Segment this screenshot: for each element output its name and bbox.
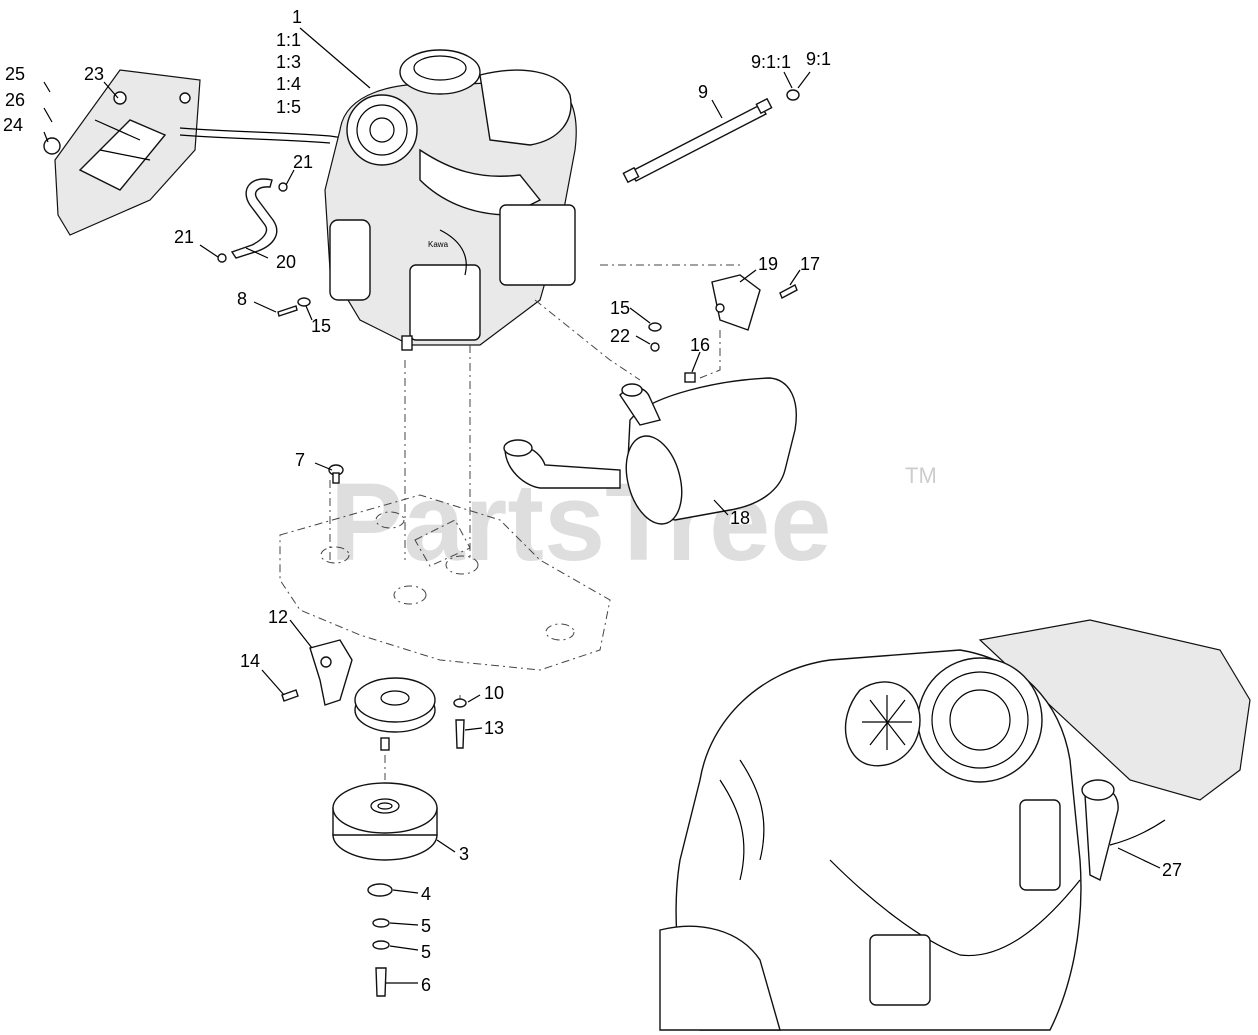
callout-23: 23	[84, 64, 104, 84]
callout-4: 4	[421, 884, 431, 904]
callout-15a: 15	[311, 316, 331, 336]
muffler	[503, 377, 797, 525]
screw-and-washer	[277, 297, 311, 317]
throttle-control-bracket	[43, 69, 201, 236]
callout-10: 10	[484, 683, 504, 703]
callout-1-3: 1:3	[276, 52, 301, 72]
callout-13: 13	[484, 718, 504, 738]
svg-text:Kawa: Kawa	[428, 240, 449, 249]
lock-washer	[372, 940, 390, 950]
callout-1: 1	[292, 7, 302, 27]
watermark-trademark: TM	[905, 463, 937, 488]
clutch-bolt	[375, 967, 387, 997]
breather-hose	[230, 178, 278, 259]
callout-1-4: 1:4	[276, 74, 301, 94]
pipe	[622, 89, 800, 184]
callout-1-5: 1:5	[276, 97, 301, 117]
callout-27: 27	[1162, 860, 1182, 880]
callout-9: 9	[698, 82, 708, 102]
callout-18: 18	[730, 508, 750, 528]
engine: Kawa	[324, 49, 577, 351]
callout-24: 24	[3, 115, 23, 135]
muffler-bracket	[711, 274, 798, 331]
callout-16: 16	[690, 335, 710, 355]
callout-1-1: 1:1	[276, 30, 301, 50]
callout-12: 12	[268, 607, 288, 627]
callout-3: 3	[459, 844, 469, 864]
callout-8: 8	[237, 289, 247, 309]
callout-15b: 15	[610, 298, 630, 318]
bolt	[455, 719, 465, 749]
electric-clutch	[332, 782, 438, 861]
lock-washer	[372, 918, 390, 928]
idler-bracket	[281, 639, 353, 706]
leader-lines	[43, 27, 1161, 984]
callout-20: 20	[276, 252, 296, 272]
washer	[453, 698, 467, 708]
inset-engine-view	[659, 619, 1251, 1031]
callout-9-1: 9:1	[806, 49, 831, 69]
callout-labels: 1 1:1 1:3 1:4 1:5 25 23 26 24 21 21 20 8…	[3, 7, 1182, 995]
nut	[684, 372, 696, 383]
bolt	[650, 342, 660, 352]
stud	[328, 464, 344, 484]
callout-9-1-1: 9:1:1	[751, 52, 791, 72]
callout-22: 22	[610, 326, 630, 346]
callout-21b: 21	[174, 227, 194, 247]
callout-5b: 5	[421, 942, 431, 962]
callout-26: 26	[5, 90, 25, 110]
callout-25: 25	[5, 64, 25, 84]
callout-17: 17	[800, 254, 820, 274]
spacer-washer	[367, 883, 393, 897]
washer	[648, 322, 662, 332]
callout-19: 19	[758, 254, 778, 274]
callout-14: 14	[240, 651, 260, 671]
callout-5a: 5	[421, 916, 431, 936]
callout-6: 6	[421, 975, 431, 995]
callout-21a: 21	[293, 152, 313, 172]
pulley	[354, 677, 436, 751]
callout-7: 7	[295, 450, 305, 470]
